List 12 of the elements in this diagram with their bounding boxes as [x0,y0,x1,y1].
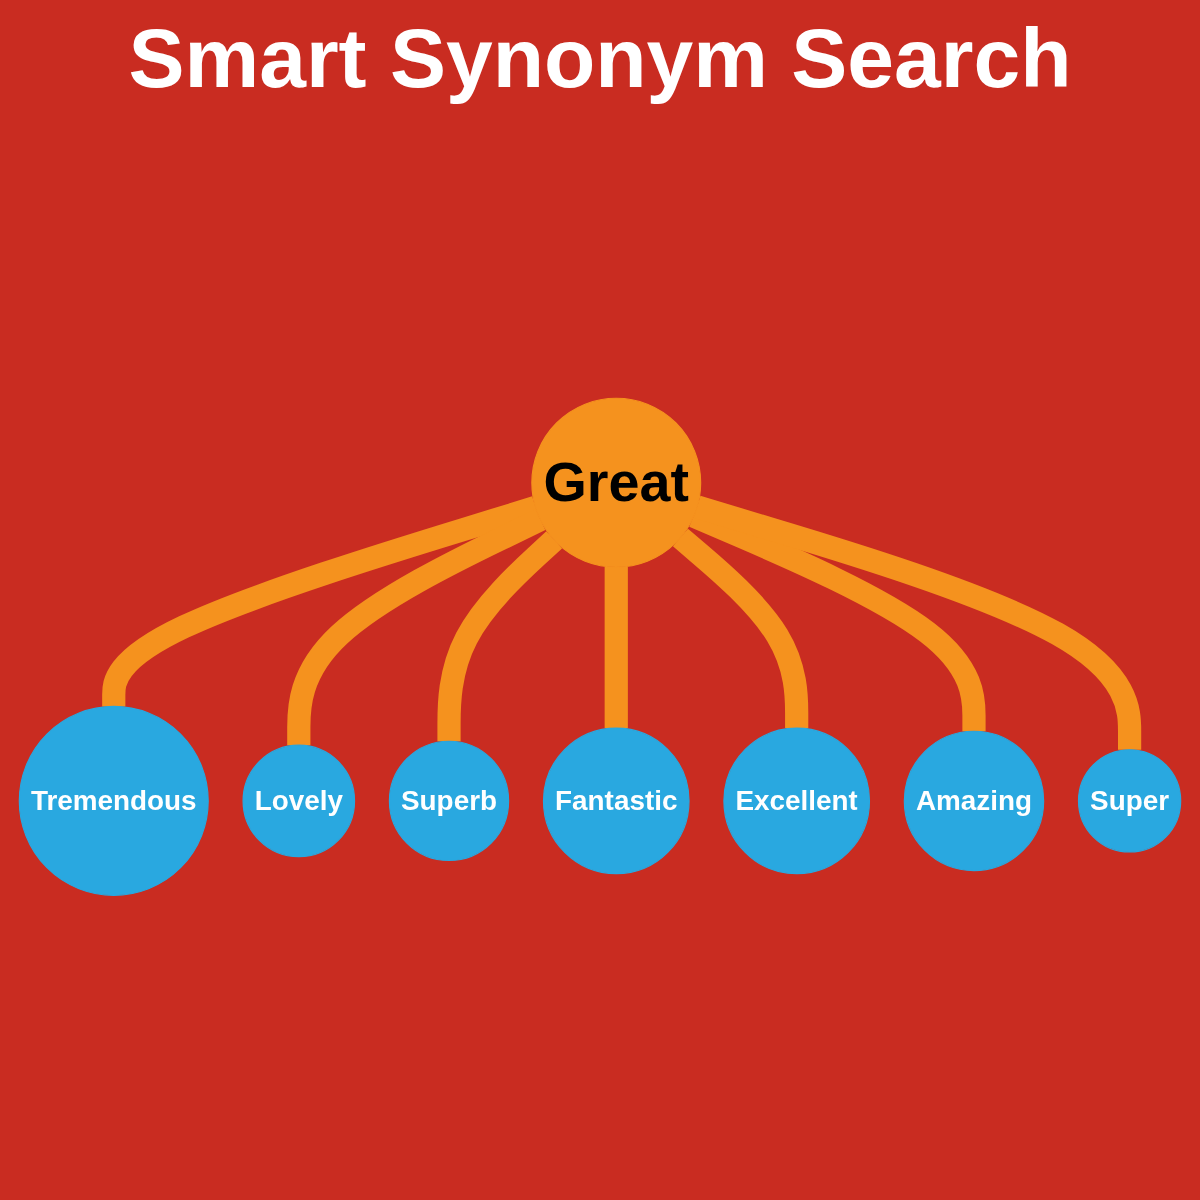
connector [437,531,563,742]
title: Smart Synonym Search [127,10,1073,107]
node-circle: Amazing [903,730,1045,872]
connector [604,567,628,729]
node-circle: Tremendous [18,706,209,897]
node-circle: Fantastic [542,727,690,875]
node-circle: Great [531,397,702,568]
node-circle: Excellent [723,727,871,875]
connector [672,528,809,729]
node-circle: Super [1077,749,1182,853]
node-circle: Superb [388,740,510,862]
node-circle: Lovely [242,744,356,858]
